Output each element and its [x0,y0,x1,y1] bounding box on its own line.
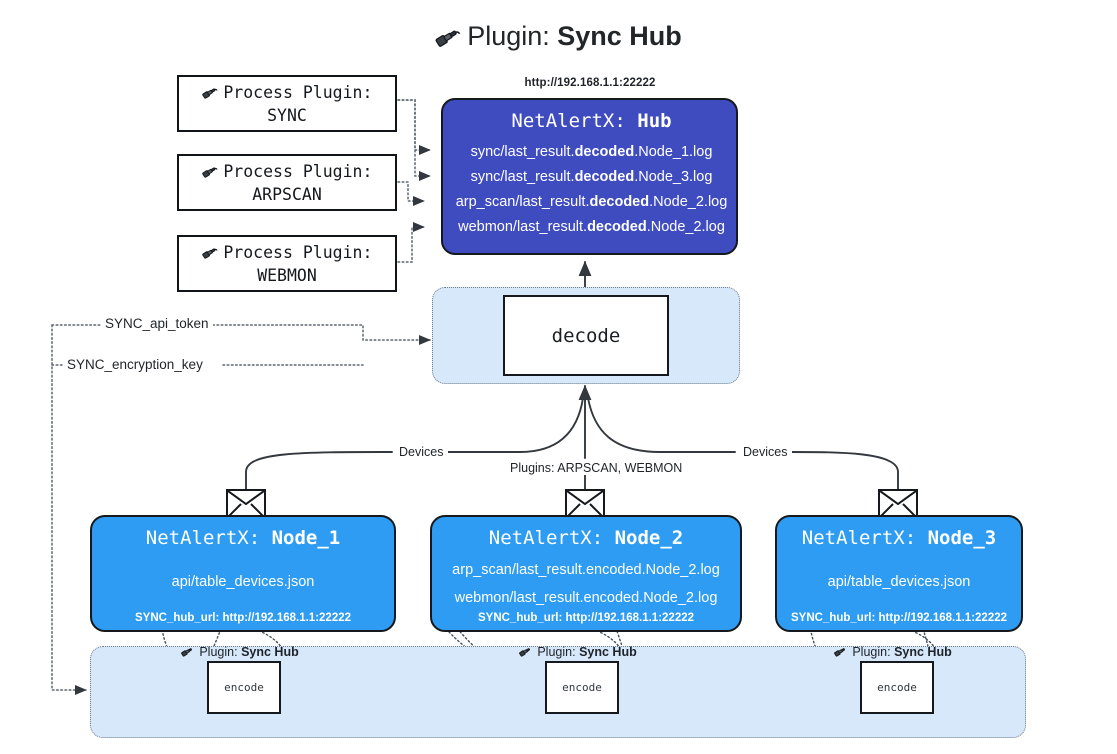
hub-log-3-post: .Node_2.log [649,194,728,210]
encoder-1-plugin-label: Plugin: Sync Hub [181,645,299,660]
encoder-3-plugin-name: Sync Hub [894,645,952,659]
process-plugin-webmon-title: Process Plugin: [223,242,373,262]
process-plugin-box-webmon[interactable]: Process Plugin: WEBMON [177,235,397,292]
plug-icon [201,245,223,263]
plug-icon [181,646,197,660]
devices-label-right: Devices [738,445,793,459]
hub-log-4-pre: webmon/last_result. [458,219,588,235]
process-plugin-sync-title: Process Plugin: [223,82,373,102]
process-plugin-box-sync[interactable]: Process Plugin: SYNC [177,75,397,132]
edge-keys-to-encoders [51,324,87,696]
process-plugin-sync-line1: Process Plugin: [201,82,373,105]
process-plugin-webmon-name: WEBMON [257,265,317,285]
hub-log-1-post: .Node_1.log [634,144,713,160]
hub-log-2-pre: sync/last_result. [470,169,575,185]
hub-log-line-1: sync/last_result.decoded.Node_1.log [443,143,740,162]
edge-api-token-to-decode [51,324,430,340]
edge-node1-devices [245,451,393,490]
hub-title: NetAlertX: Hub [443,110,740,132]
plug-icon [201,164,223,182]
encoder-2-plugin-name: Sync Hub [579,645,637,659]
edge-node3-devices-2 [587,397,736,453]
edge-arpscan-to-hub [397,181,425,207]
node-1-line-1: api/table_devices.json [171,574,315,590]
encoder-1-plugin-name: Sync Hub [241,645,299,659]
node-1-title-prefix: NetAlertX: [145,527,261,549]
hub-log-1-mid: decoded [574,144,635,160]
node-3-title: NetAlertX: Node_3 [777,527,1021,549]
encoder-3-plugin-label: Plugin: Sync Hub [834,645,952,660]
decode-box[interactable]: decode [503,295,669,376]
page-title-lead: Plugin: [467,21,550,51]
hub-box[interactable]: NetAlertX: Hub sync/last_result.decoded.… [441,98,738,255]
process-plugin-sync-name: SYNC [267,105,307,125]
node-2-line-2: webmon/last_result.encoded.Node_2.log [454,590,718,606]
edge-webmon-to-hub [397,221,425,263]
devices-label-left: Devices [394,445,449,459]
encode-box-2[interactable]: encode [545,661,619,714]
process-plugin-arpscan-name: ARPSCAN [252,184,322,204]
api-token-label: SYNC_api_token [101,316,213,331]
hub-title-name: Hub [637,110,672,132]
node-2-title: NetAlertX: Node_2 [432,527,740,549]
node-2-hub-url: SYNC_hub_url: http://192.168.1.1:22222 [477,612,695,624]
node-3-hub-url: SYNC_hub_url: http://192.168.1.1:22222 [790,612,1008,624]
edge-node3-devices [789,451,899,490]
plugins-label: Plugins: ARPSCAN, WEBMON [505,461,688,475]
node-1-title: NetAlertX: Node_1 [92,527,394,549]
node-3-title-name: Node_3 [927,527,997,549]
hub-log-4-mid: decoded [587,219,647,235]
encryption-key-label: SYNC_encryption_key [63,357,207,372]
node-1-hub-url: SYNC_hub_url: http://192.168.1.1:22222 [134,612,352,624]
encode-box-1[interactable]: encode [207,661,281,714]
page-title-name: Sync Hub [557,21,682,51]
encode-box-3[interactable]: encode [860,661,934,714]
process-plugin-box-arpscan[interactable]: Process Plugin: ARPSCAN [177,154,397,211]
node-1-title-name: Node_1 [271,527,341,549]
hub-log-1-pre: sync/last_result. [470,144,575,160]
node-3-line-1: api/table_devices.json [827,574,971,590]
hub-log-3-pre: arp_scan/last_result. [455,194,590,210]
envelope-icon [226,489,266,519]
hub-title-prefix: NetAlertX: [511,110,626,132]
node-3-title-prefix: NetAlertX: [801,527,917,549]
plug-icon [519,646,535,660]
edge-sync-to-hub-b [397,99,431,182]
encoder-1-plugin-lead: Plugin: [199,645,238,659]
process-plugin-arpscan-line1: Process Plugin: [201,161,373,184]
hub-log-2-mid: decoded [574,169,635,185]
edge-sync-to-hub-a [397,99,416,151]
hub-log-line-2: sync/last_result.decoded.Node_3.log [443,168,740,187]
hub-log-4-post: .Node_2.log [646,219,725,235]
plug-icon [435,19,461,59]
plug-icon [834,646,850,660]
page-title: Plugin: Sync Hub [0,16,1117,59]
hub-log-line-3: arp_scan/last_result.decoded.Node_2.log [443,193,740,212]
node-2-title-name: Node_2 [614,527,684,549]
hub-log-3-mid: decoded [589,194,650,210]
encoder-3-plugin-lead: Plugin: [852,645,891,659]
encoder-2-plugin-lead: Plugin: [537,645,576,659]
node-box-1[interactable]: NetAlertX: Node_1 api/table_devices.json… [90,515,396,632]
edge-node1-devices-2 [434,397,584,453]
node-2-title-prefix: NetAlertX: [488,527,604,549]
hub-log-2-post: .Node_3.log [634,169,713,185]
process-plugin-arpscan-title: Process Plugin: [223,161,373,181]
process-plugin-webmon-line1: Process Plugin: [201,242,373,265]
node-2-line-1: arp_scan/last_result.encoded.Node_2.log [452,562,720,578]
encoder-2-plugin-label: Plugin: Sync Hub [519,645,637,660]
hub-log-line-4: webmon/last_result.decoded.Node_2.log [443,218,740,237]
plug-icon [201,85,223,103]
node-box-2[interactable]: NetAlertX: Node_2 arp_scan/last_result.e… [430,515,742,632]
node-box-3[interactable]: NetAlertX: Node_3 api/table_devices.json… [775,515,1023,632]
hub-url-label: http://192.168.1.1:22222 [524,77,656,89]
